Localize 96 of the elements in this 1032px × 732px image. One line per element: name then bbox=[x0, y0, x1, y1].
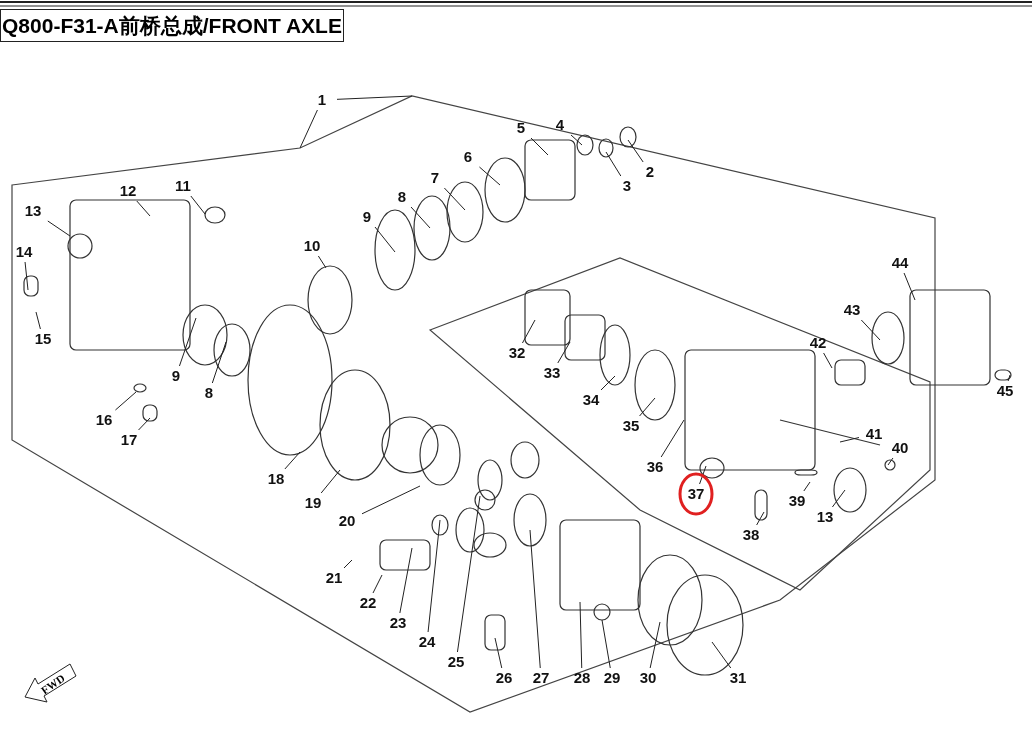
leader-line bbox=[1007, 374, 1011, 382]
leader-line bbox=[823, 352, 833, 369]
leader-line bbox=[711, 641, 732, 669]
callout-number: 36 bbox=[641, 458, 669, 476]
leader-line bbox=[410, 206, 431, 229]
leader-line bbox=[138, 417, 151, 431]
leader-line bbox=[557, 341, 571, 364]
callout-number: 8 bbox=[388, 188, 416, 206]
callout-number: 38 bbox=[737, 526, 765, 544]
callout-number: 37 bbox=[682, 485, 710, 503]
leader-line bbox=[839, 437, 860, 443]
leader-line bbox=[903, 272, 916, 301]
leader-line bbox=[699, 465, 707, 485]
callout-number: 5 bbox=[507, 119, 535, 137]
leader-line bbox=[374, 226, 396, 253]
callout-number: 18 bbox=[262, 470, 290, 488]
callout-number: 32 bbox=[503, 344, 531, 362]
leader-line bbox=[361, 485, 421, 515]
leader-line bbox=[494, 637, 503, 669]
leader-line bbox=[601, 619, 611, 669]
leader-line bbox=[320, 469, 341, 494]
callout-number: 40 bbox=[886, 439, 914, 457]
leader-line bbox=[211, 341, 227, 384]
callout-number: 22 bbox=[354, 594, 382, 612]
callout-number: 15 bbox=[29, 330, 57, 348]
leader-line bbox=[530, 137, 549, 156]
leader-line bbox=[47, 220, 71, 237]
leader-line bbox=[136, 200, 151, 217]
callout-number: 44 bbox=[886, 254, 914, 272]
leader-line bbox=[831, 489, 846, 508]
callout-number: 6 bbox=[454, 148, 482, 166]
callout-number: 4 bbox=[546, 116, 574, 134]
leader-line bbox=[579, 601, 583, 669]
leader-line bbox=[456, 495, 481, 653]
callout-number: 19 bbox=[299, 494, 327, 512]
callout-number: 11 bbox=[169, 177, 197, 195]
callout-number: 14 bbox=[10, 243, 38, 261]
callout-number: 16 bbox=[90, 411, 118, 429]
callout-number: 13 bbox=[811, 508, 839, 526]
leader-line bbox=[803, 481, 811, 492]
leader-line bbox=[114, 391, 137, 411]
leader-line bbox=[756, 511, 765, 526]
leader-line bbox=[443, 187, 466, 211]
callout-number: 28 bbox=[568, 669, 596, 687]
callout-number: 29 bbox=[598, 669, 626, 687]
leader-line bbox=[343, 559, 353, 569]
leader-line bbox=[284, 451, 301, 470]
callout-number: 39 bbox=[783, 492, 811, 510]
callout-number: 26 bbox=[490, 669, 518, 687]
leader-line bbox=[299, 109, 318, 149]
leader-line bbox=[860, 319, 881, 341]
callout-number: 34 bbox=[577, 391, 605, 409]
callout-number: 42 bbox=[804, 334, 832, 352]
leader-line bbox=[660, 419, 685, 458]
callout-number: 45 bbox=[991, 382, 1019, 400]
callout-number: 21 bbox=[320, 569, 348, 587]
callout-number: 41 bbox=[860, 425, 888, 443]
callout-number: 7 bbox=[421, 169, 449, 187]
leader-line bbox=[605, 151, 622, 177]
callout-number: 10 bbox=[298, 237, 326, 255]
leader-line bbox=[24, 261, 29, 291]
callout-number: 25 bbox=[442, 653, 470, 671]
callout-number: 9 bbox=[353, 208, 381, 226]
callout-number: 23 bbox=[384, 614, 412, 632]
leader-line bbox=[639, 397, 656, 417]
callout-number: 12 bbox=[114, 182, 142, 200]
leader-line bbox=[521, 319, 536, 344]
leader-line bbox=[600, 375, 616, 391]
title: Q800-F31-A前桥总成/FRONT AXLE bbox=[0, 9, 344, 42]
callout-number: 20 bbox=[333, 512, 361, 530]
callout-number: 30 bbox=[634, 669, 662, 687]
leader-line bbox=[649, 621, 661, 669]
callout-number: 1 bbox=[308, 91, 336, 109]
leader-line bbox=[372, 574, 383, 594]
leader-line bbox=[427, 519, 441, 633]
callout-number: 9 bbox=[162, 367, 190, 385]
leader-line bbox=[478, 166, 501, 186]
leader-line bbox=[529, 529, 541, 669]
leader-line bbox=[190, 195, 206, 215]
callout-number: 35 bbox=[617, 417, 645, 435]
callout-number: 8 bbox=[195, 384, 223, 402]
leader-line bbox=[627, 139, 644, 163]
leader-line bbox=[178, 317, 197, 367]
leader-line bbox=[887, 457, 894, 466]
callout-number: 24 bbox=[413, 633, 441, 651]
leader-line bbox=[317, 255, 327, 269]
leader-line bbox=[336, 95, 413, 100]
callout-number: 27 bbox=[527, 669, 555, 687]
callout-number: 31 bbox=[724, 669, 752, 687]
leader-line bbox=[35, 311, 41, 330]
callout-number: 17 bbox=[115, 431, 143, 449]
callout-number: 43 bbox=[838, 301, 866, 319]
leader-line bbox=[570, 134, 583, 146]
callout-number: 33 bbox=[538, 364, 566, 382]
callout-number: 13 bbox=[19, 202, 47, 220]
leader-line bbox=[399, 547, 413, 614]
